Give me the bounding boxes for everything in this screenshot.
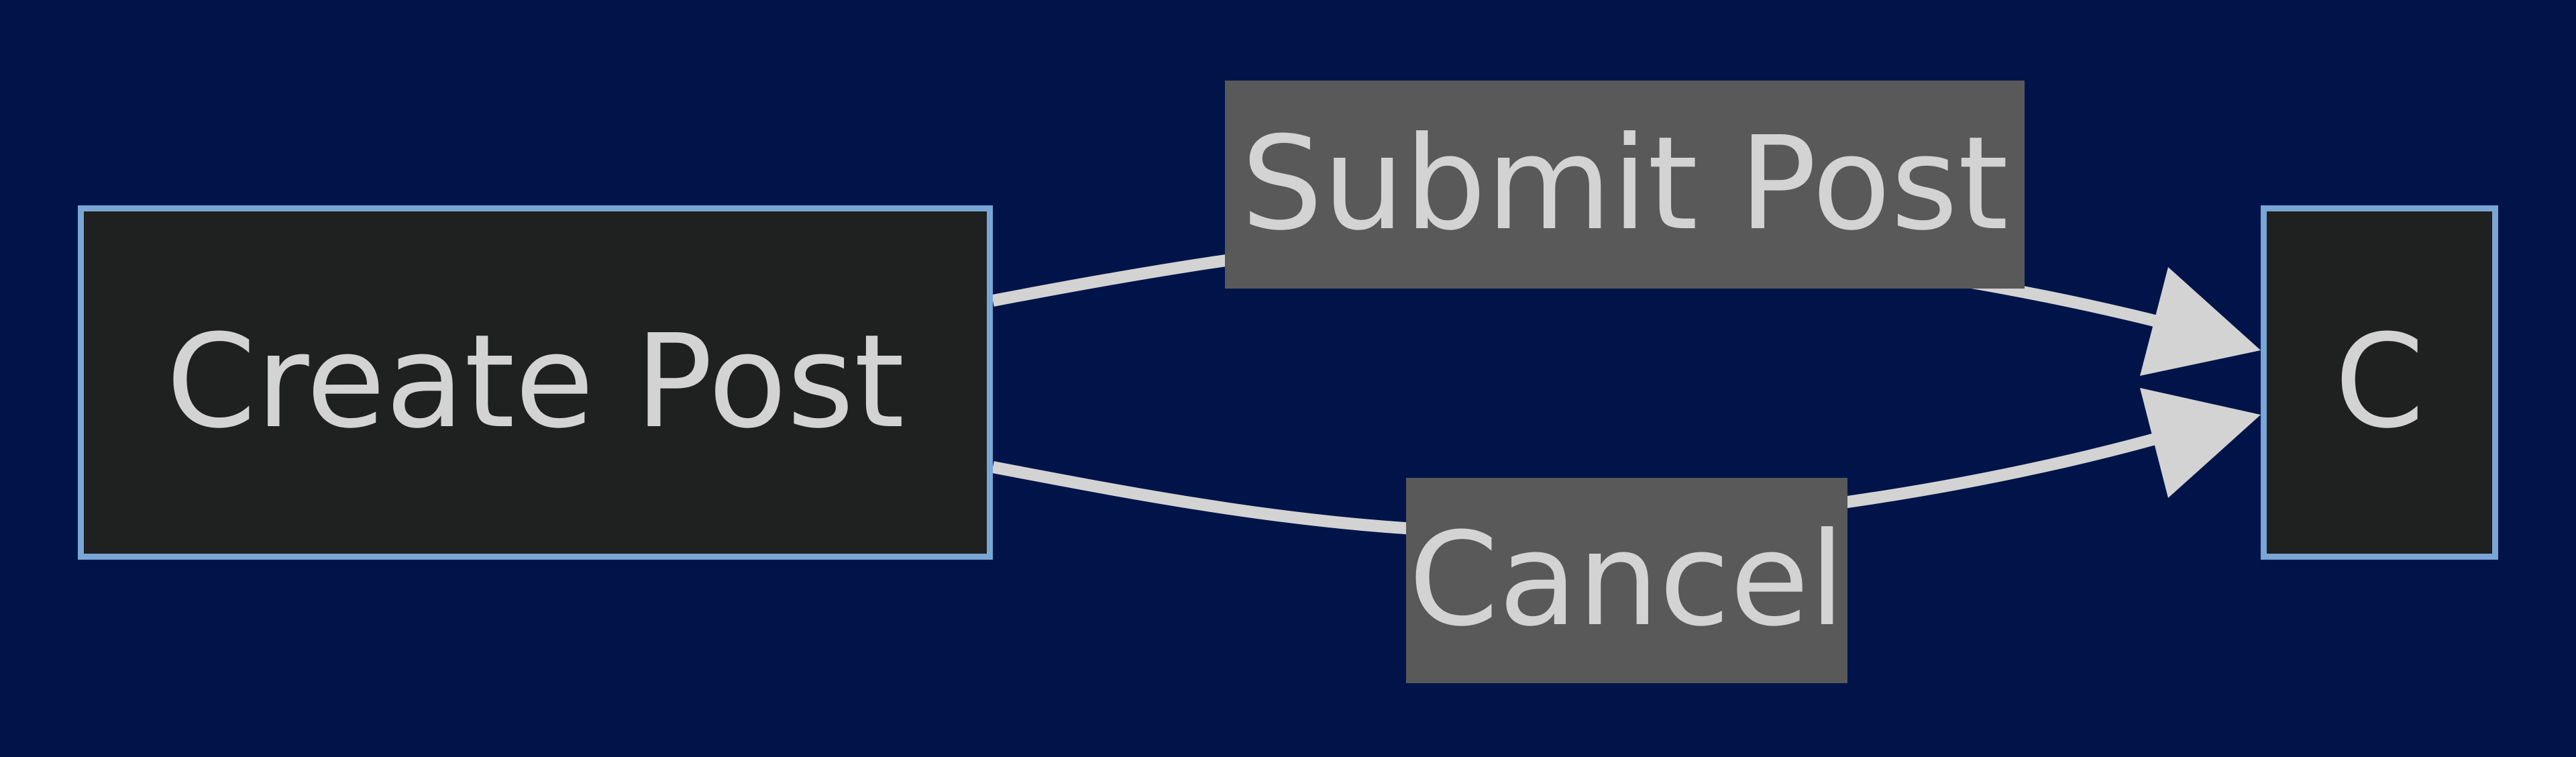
edge-label-cancel: Cancel bbox=[1406, 478, 1847, 683]
arrowhead-cancel bbox=[2140, 388, 2261, 498]
edge-label-submit-post: Submit Post bbox=[1225, 81, 2025, 289]
node-c: C bbox=[2261, 205, 2498, 560]
node-create-post: Create Post bbox=[78, 205, 993, 560]
arrowhead-submit-post bbox=[2140, 267, 2261, 376]
